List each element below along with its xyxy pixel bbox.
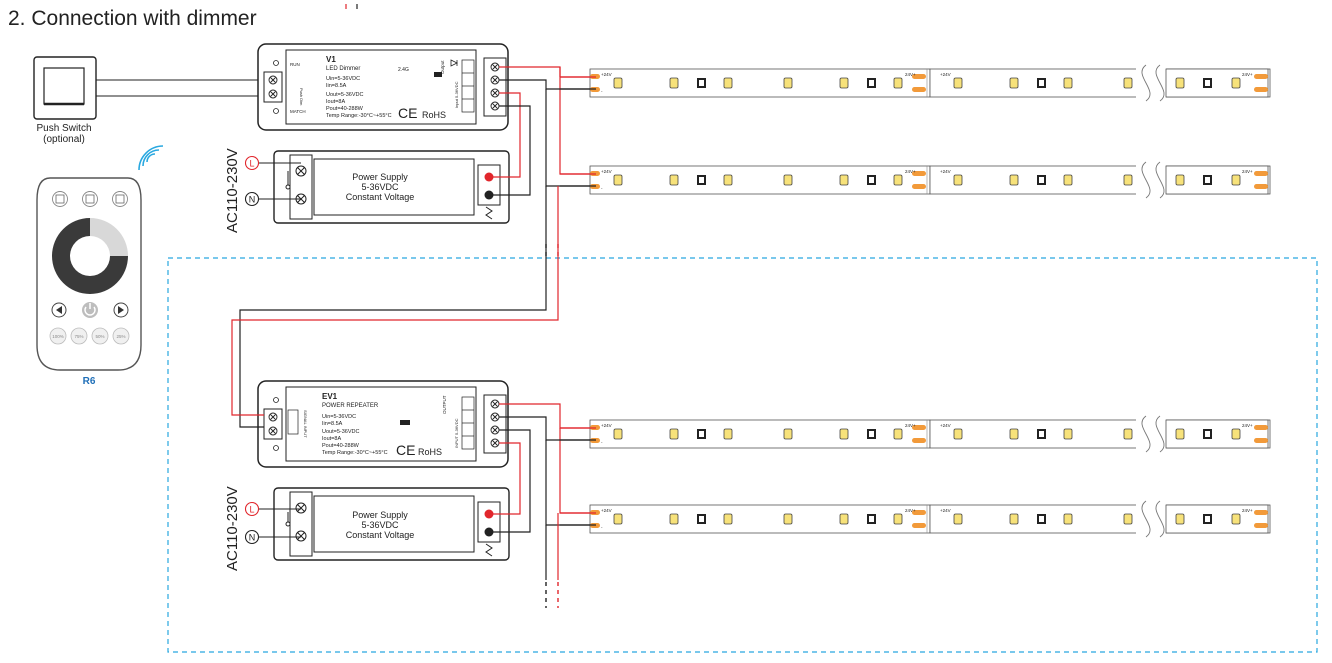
dimmer-rf-label: 2.4G [398, 67, 409, 73]
strip4-plus-label: +24V [601, 508, 612, 513]
repeater-ce-mark: CE [396, 442, 415, 458]
strip4-mid-left: 24V+ [905, 508, 916, 513]
dimmer-spec-iin: Iin=8.5A [326, 83, 347, 89]
repeater-spec-uin: Uin=5-36VDC [322, 414, 356, 420]
psu1-l-terminal [244, 155, 260, 171]
led-strip-4 [560, 499, 1270, 539]
push-switch-label: Push Switch [36, 123, 91, 134]
continuation-dashes-top [545, 244, 559, 258]
strip4-mid-right: +24V [940, 508, 951, 513]
strip1-minus-label: - [601, 89, 603, 94]
psu2-l-label: L [249, 505, 254, 515]
dimmer-input-label: Input 5-36VDC [454, 81, 459, 108]
repeater-name: POWER REPEATER [322, 403, 379, 409]
psu1-line1: Power Supply [352, 172, 408, 182]
dimmer-push-dim-label: Push Dim [299, 88, 304, 106]
psu2-ac-label: AC110-230V [224, 486, 241, 571]
remote-preset-75: 75% [74, 334, 83, 339]
repeater-input-label: INPUT 5-36VDC [454, 418, 459, 448]
remote-preset-25: 25% [116, 334, 125, 339]
psu2-line1: Power Supply [352, 510, 408, 520]
dimmer-spec-temp: Temp Range:-30°C~+55°C [326, 113, 392, 119]
repeater-signal-label: SIGNAL INPUT [303, 410, 308, 438]
repeater-spec-pout: Pout=40-288W [322, 443, 360, 449]
rf-signal-icon [138, 145, 164, 171]
psu2-n-label: N [249, 533, 256, 543]
top-dashes [345, 4, 358, 9]
psu1-ac-wires [259, 162, 301, 200]
dimmer-run-label: RUN [290, 62, 300, 67]
dimmer-ce-mark: CE [398, 105, 417, 121]
push-switch [33, 56, 97, 120]
repeater-rohs-mark: RoHS [418, 447, 442, 457]
psu2-n-terminal [244, 529, 260, 545]
psu2-ac-wires [259, 508, 301, 538]
dimmer-output-label: Output [440, 60, 445, 74]
strip2-end-label: 24V+ [1242, 169, 1253, 174]
psu2-line3: Constant Voltage [346, 530, 415, 540]
psu1-line3: Constant Voltage [346, 192, 415, 202]
psu1-ac-label: AC110-230V [224, 148, 241, 233]
dimmer-name: LED Dimmer [326, 66, 360, 72]
strip4-minus-label: - [601, 525, 603, 530]
dimmer-match-label: MATCH [290, 109, 306, 114]
led-strip-1 [560, 63, 1270, 103]
dimmer-spec-iout: Iout=8A [326, 99, 345, 105]
strip1-mid-right: +24V [940, 72, 951, 77]
repeater-spec-temp: Temp Range:-30°C~+55°C [322, 450, 388, 456]
dimmer-spec-pout: Pout=40-288W [326, 106, 364, 112]
dimmer-model: V1 [326, 55, 336, 64]
led-dimmer-v1 [257, 43, 509, 131]
repeater-group-frame [167, 257, 1318, 653]
dimmer-spec-uout: Uout=5-36VDC [326, 92, 363, 98]
push-switch-optional: (optional) [43, 134, 85, 145]
led-strip-2 [560, 160, 1270, 200]
strip1-end-label: 24V+ [1242, 72, 1253, 77]
remote-model-label: R6 [83, 376, 96, 387]
continuation-dashes-bottom [545, 582, 559, 608]
page-title: 2. Connection with dimmer [8, 7, 257, 30]
push-switch-wire [96, 79, 258, 97]
remote-preset-100: 100% [52, 334, 64, 339]
remote-preset-50: 50% [95, 334, 104, 339]
psu2-l-terminal [244, 501, 260, 517]
strip2-mid-right: +24V [940, 169, 951, 174]
strip3-plus-label: +24V [601, 423, 612, 428]
strip3-end-label: 24V+ [1242, 423, 1253, 428]
dimmer-rohs-mark: RoHS [422, 110, 446, 120]
repeater-spec-uout: Uout=5-36VDC [322, 429, 359, 435]
repeater-model: EV1 [322, 392, 338, 401]
strip4-end-label: 24V+ [1242, 508, 1253, 513]
v1-output-wires [231, 66, 590, 428]
remote-control [36, 177, 142, 371]
repeater-spec-iout: Iout=8A [322, 436, 341, 442]
psu1-n-terminal [244, 191, 260, 207]
strip3-mid-right: +24V [940, 423, 951, 428]
strip1-mid-left: 24V+ [905, 72, 916, 77]
psu1-l-label: L [249, 159, 254, 169]
repeater-spec-iin: Iin=8.5A [322, 421, 343, 427]
strip3-minus-label: - [601, 440, 603, 445]
psu1-n-label: N [249, 195, 256, 205]
strip2-mid-left: 24V+ [905, 169, 916, 174]
repeater-output-label: OUTPUT [442, 395, 447, 414]
strip1-plus-label: +24V [601, 72, 612, 77]
dimmer-spec-uin: Uin=5-36VDC [326, 76, 360, 82]
psu1-line2: 5-36VDC [361, 182, 399, 192]
strip2-minus-label: - [601, 186, 603, 191]
strip2-plus-label: +24V [601, 169, 612, 174]
psu2-line2: 5-36VDC [361, 520, 399, 530]
led-strip-3 [560, 414, 1270, 454]
ev1-output-wires [489, 403, 590, 580]
strip3-mid-left: 24V+ [905, 423, 916, 428]
